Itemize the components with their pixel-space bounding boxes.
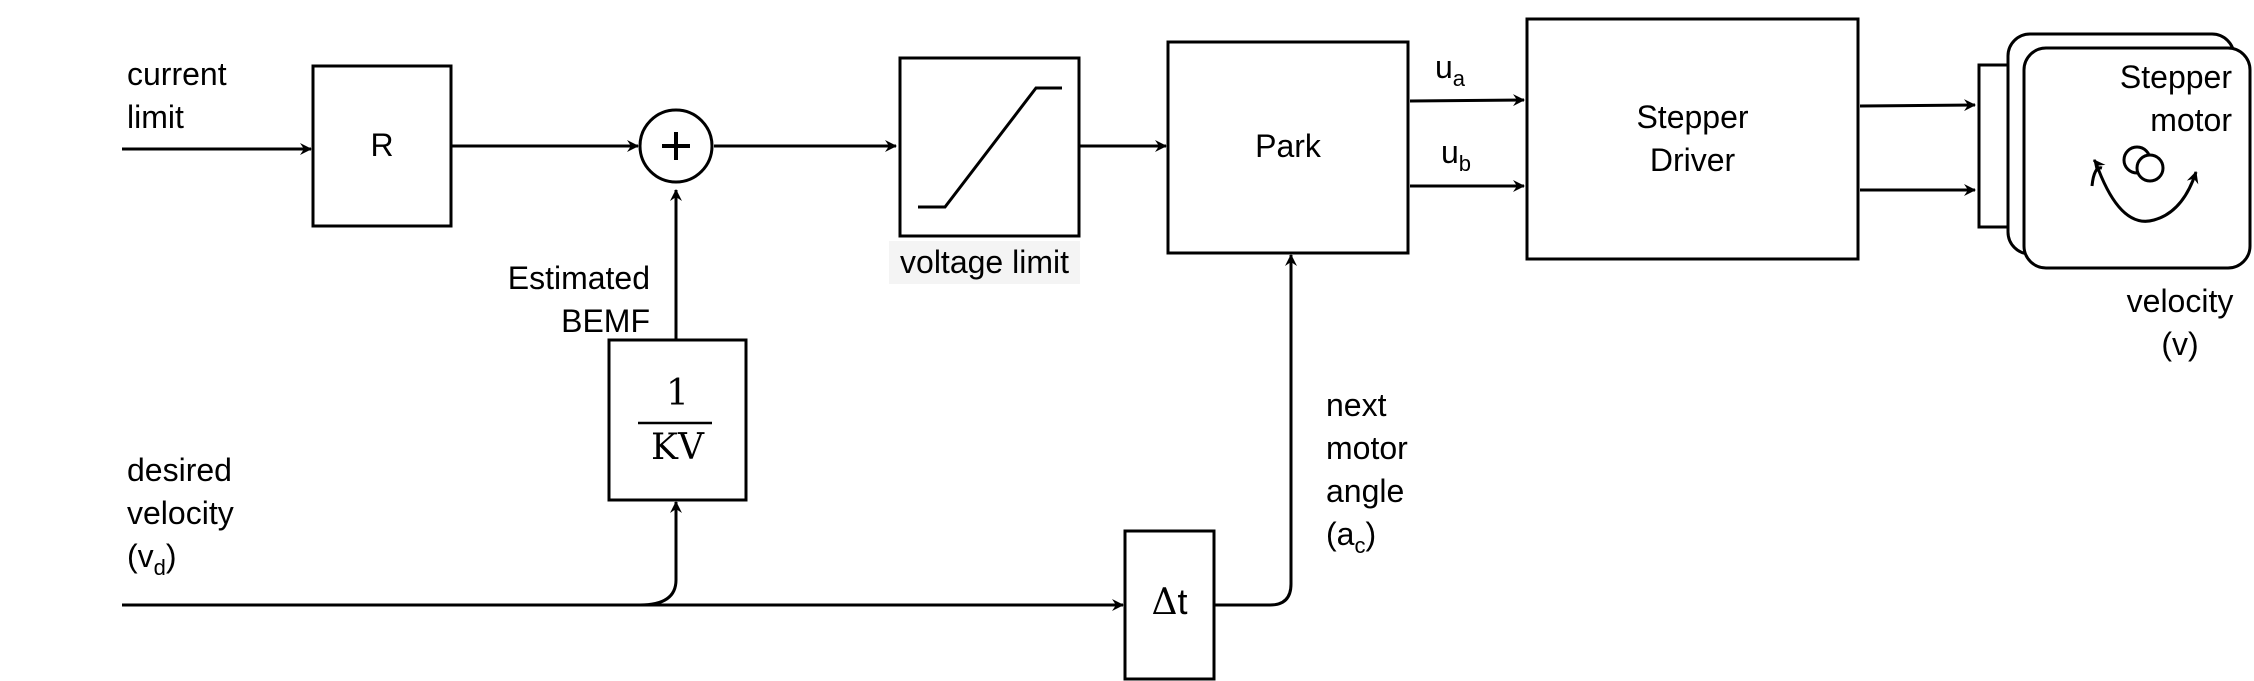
ua-wire xyxy=(1409,94,1525,107)
stepper-driver-block xyxy=(1525,17,1860,261)
driver-out-a-wire xyxy=(1859,99,1976,112)
saturation-icon xyxy=(918,86,1062,209)
velocity-label: velocity (v) xyxy=(2126,283,2234,362)
delta-t-label: Δt xyxy=(1151,581,1188,623)
stepper-driver-label: Stepper Driver xyxy=(1636,99,1749,178)
velocity-to-kv-wire xyxy=(639,501,682,607)
kv-numerator: 1 xyxy=(666,373,689,414)
kv-denominator: KV xyxy=(651,427,704,468)
inverse-kv-block xyxy=(607,338,748,502)
delta-t-block xyxy=(1123,529,1216,681)
stepper-motor-label: Stepper motor xyxy=(2119,59,2232,138)
park-block xyxy=(1166,40,1410,255)
ub-label: ub xyxy=(1441,134,1472,176)
voltage-limit-label: voltage limit xyxy=(889,241,1080,284)
angle-wire xyxy=(1215,254,1297,607)
plus-icon xyxy=(662,132,690,160)
next-motor-angle-label: next motor angle (ac) xyxy=(1326,387,1408,558)
motor-connector xyxy=(1977,63,2013,229)
rotation-icon xyxy=(2090,145,2199,223)
estimated-bemf-label: Estimated BEMF xyxy=(507,260,650,339)
desired-velocity-label: desired velocity (vd) xyxy=(127,452,234,580)
resistance-block xyxy=(311,64,453,228)
park-label: Park xyxy=(1255,128,1321,164)
resistance-label: R xyxy=(370,127,394,163)
current-limit-label: current limit xyxy=(127,56,227,135)
ua-label: ua xyxy=(1435,49,1466,91)
